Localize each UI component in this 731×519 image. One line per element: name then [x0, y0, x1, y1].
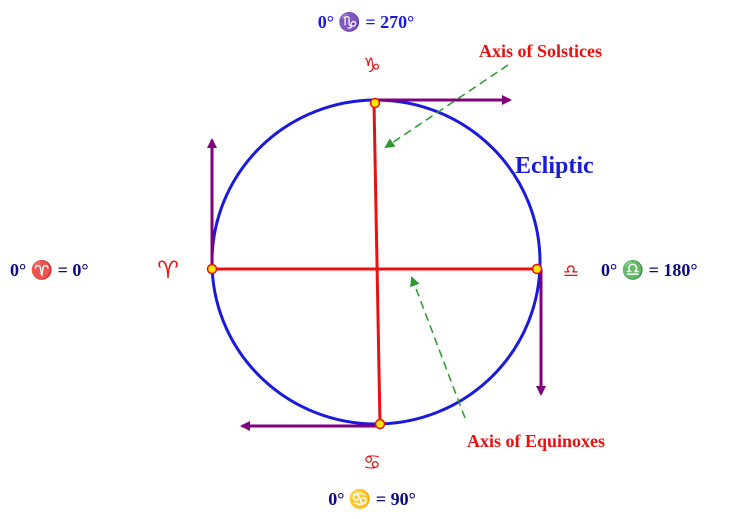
label-axis-equinoxes: Axis of Equinoxes: [467, 431, 605, 451]
point-right: [531, 263, 543, 275]
pointer-solstices: [384, 64, 509, 149]
solstice-axis-line: [372, 102, 382, 425]
label-capricorn-value: 0° ♑ = 270°: [318, 11, 415, 32]
point-left: [206, 263, 218, 275]
aries-glyph: ♈: [157, 256, 179, 284]
label-axis-solstices: Axis of Solstices: [479, 41, 602, 61]
libra-glyph: ♎: [563, 261, 579, 282]
point-top: [369, 97, 381, 109]
label-aries-value: 0° ♈ = 0°: [10, 259, 89, 280]
point-bottom: [374, 418, 386, 430]
cancer-glyph: ♋: [363, 450, 381, 474]
label-cancer-value: 0° ♋ = 90°: [328, 488, 416, 509]
label-libra-value: 0° ♎ = 180°: [601, 259, 698, 280]
capricorn-glyph: ♑: [363, 53, 381, 77]
pointer-equinoxes: [410, 276, 466, 419]
label-ecliptic: Ecliptic: [515, 153, 594, 179]
